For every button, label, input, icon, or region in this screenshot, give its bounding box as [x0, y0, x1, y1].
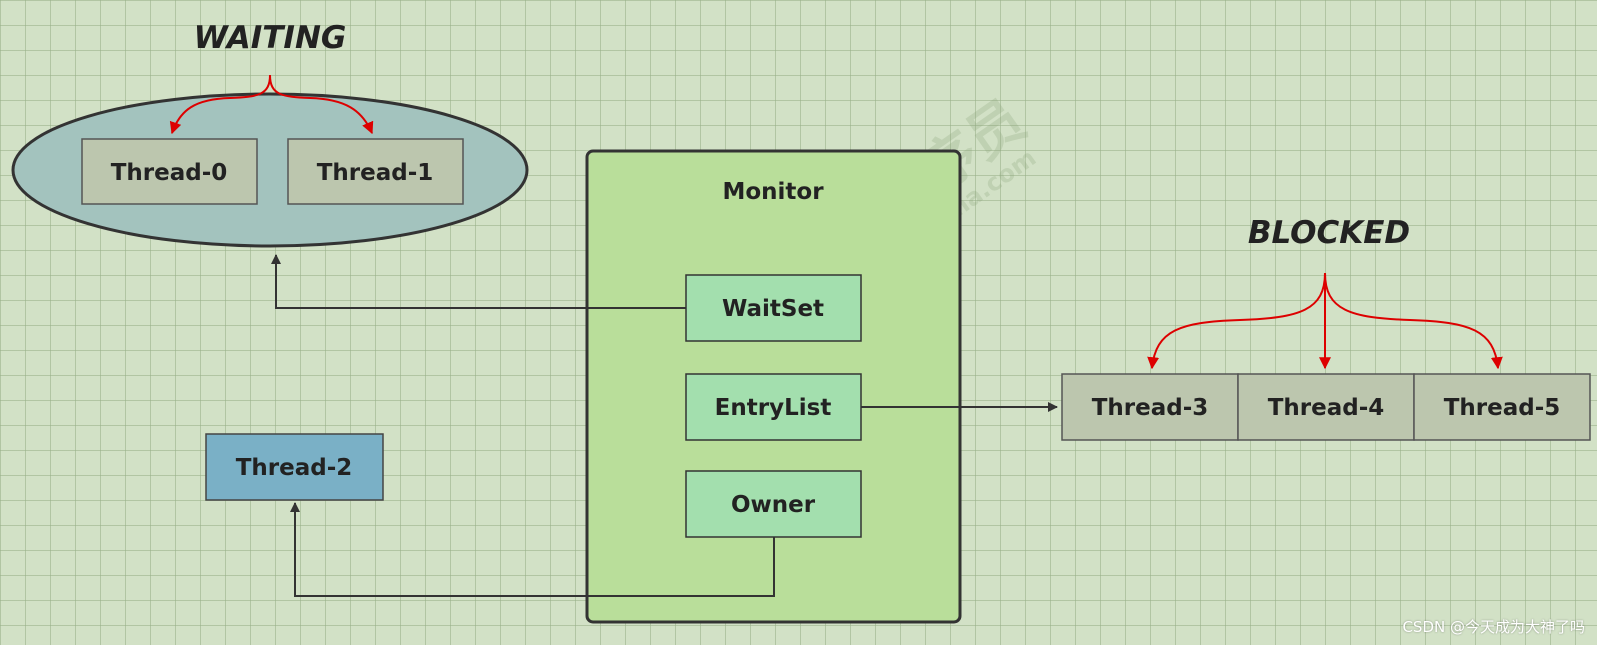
waiting-arrows	[169, 74, 374, 135]
waiting-arrow-right	[269, 74, 374, 135]
waitset-label: WaitSet	[722, 296, 824, 322]
thread-5-label: Thread-5	[1444, 395, 1561, 421]
thread-4-label: Thread-4	[1268, 395, 1385, 421]
blocked-arrow-left	[1147, 272, 1326, 370]
owner-box[interactable]: Owner	[685, 470, 862, 538]
thread-3-box[interactable]: Thread-3	[1061, 373, 1239, 441]
owner-label: Owner	[731, 492, 816, 518]
thread-3-label: Thread-3	[1092, 395, 1209, 421]
thread-1-box[interactable]: Thread-1	[287, 138, 464, 205]
blocked-label: BLOCKED	[1248, 215, 1410, 251]
waitset-box[interactable]: WaitSet	[685, 274, 862, 342]
waitset-to-waiting-arrow	[271, 254, 686, 309]
thread-0-label: Thread-0	[111, 160, 228, 186]
thread-0-box[interactable]: Thread-0	[81, 138, 258, 205]
waiting-ellipse	[11, 92, 529, 248]
thread-2-label: Thread-2	[236, 455, 353, 481]
thread-4-box[interactable]: Thread-4	[1237, 373, 1415, 441]
entrylist-box[interactable]: EntryList	[685, 373, 862, 441]
thread-2-box[interactable]: Thread-2	[205, 433, 384, 501]
waiting-label: WAITING	[194, 20, 347, 56]
csdn-credit: CSDN @今天成为大神了吗	[1402, 618, 1585, 636]
waiting-arrow-left	[169, 74, 271, 135]
thread-1-label: Thread-1	[317, 160, 434, 186]
blocked-arrow-right	[1324, 272, 1503, 370]
owner-to-thread-2-arrow	[290, 502, 775, 597]
monitor-title: Monitor	[722, 179, 824, 205]
entrylist-label: EntryList	[715, 395, 832, 421]
blocked-arrows	[1147, 272, 1503, 370]
thread-5-box[interactable]: Thread-5	[1413, 373, 1591, 441]
